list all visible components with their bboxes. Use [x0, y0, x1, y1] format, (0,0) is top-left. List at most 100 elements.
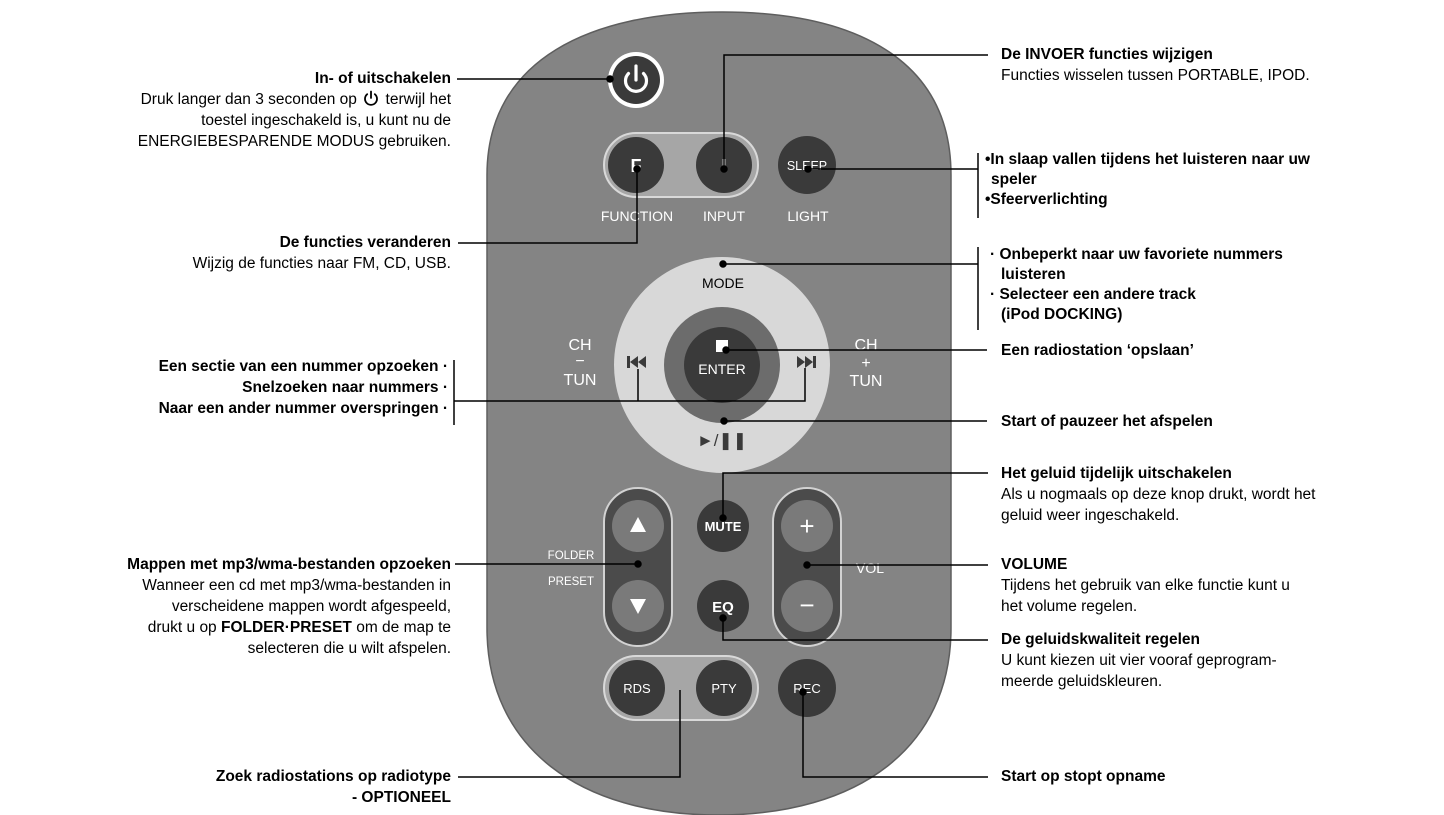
annotation-play: Start of pauzeer het afspelen [1001, 411, 1441, 432]
enter-button[interactable]: ENTER [684, 327, 760, 403]
ch-tun-left[interactable]: CH − TUN [564, 337, 597, 389]
light-label: LIGHT [787, 208, 829, 224]
play-pause-icon[interactable]: ►/❚❚ [697, 431, 747, 451]
annotation-folders-line4: selecteren die u wilt afspelen. [247, 640, 451, 657]
leader-lines [453, 54, 988, 778]
annotation-mute-title: Het geluid tijdelijk uitschakelen [1001, 465, 1232, 482]
annotation-input-text: Functies wisselen tussen PORTABLE, IPOD. [1001, 67, 1310, 84]
sleep-dot [804, 165, 812, 173]
annotation-search-line1: Een sectie van een nummer opzoeken · [158, 358, 448, 375]
power-icon [364, 90, 379, 106]
tun-right-label: TUN [850, 373, 883, 390]
enter-button-label: ENTER [698, 361, 745, 377]
annotation-search-line3: Naar een ander nummer overspringen · [158, 400, 448, 417]
annotation-eq-line2: meerde geluidskleuren. [1001, 673, 1163, 690]
annotation-functions: De functies veranderen Wijzig de functie… [0, 232, 451, 274]
annotation-input: De INVOER functies wijzigen Functies wis… [1001, 44, 1441, 86]
up-triangle-icon [630, 517, 646, 532]
annotation-sleep-line2: speler [991, 171, 1037, 188]
annotation-power-line3: ENERGIEBESPARENDE MODUS gebruiken. [137, 133, 451, 150]
annotation-volume-line1: Tijdens het gebruik van elke functie kun… [1001, 577, 1290, 594]
mute-button-label: MUTE [705, 519, 742, 534]
annotation-folders-line3-b: FOLDER·PRESET [221, 619, 352, 636]
annotation-pty: Zoek radiostations op radiotype - OPTION… [0, 766, 451, 808]
eq-button[interactable]: EQ [697, 580, 749, 632]
annotation-play-title: Start of pauzeer het afspelen [1001, 413, 1213, 430]
power-button[interactable] [608, 52, 664, 108]
power-icon [623, 64, 649, 93]
eq-leader [722, 618, 988, 641]
vol-down-button[interactable]: − [781, 580, 833, 632]
annotation-volume: VOLUME Tijdens het gebruik van elke func… [1001, 554, 1441, 617]
annotation-eq-title: De geluidskwaliteit regelen [1001, 631, 1200, 648]
annotation-enter: Een radiostation ‘opslaan’ [1001, 340, 1441, 361]
annotation-input-title: De INVOER functies wijzigen [1001, 46, 1213, 63]
annotation-mode-line2: luisteren [1001, 266, 1066, 283]
mode-label[interactable]: MODE [702, 275, 744, 291]
annotation-folders-line3-a: drukt u op [147, 619, 217, 636]
annotation-search-line2: Snelzoeken naar nummers · [242, 379, 448, 396]
mute-leader [722, 472, 988, 518]
minus-icon: − [799, 590, 814, 620]
annotation-folders-line1: Wanneer een cd met mp3/wma-bestanden in [142, 577, 451, 594]
annotation-volume-line2: het volume regelen. [1001, 598, 1138, 615]
annotation-mode-line4: (iPod DOCKING) [1001, 306, 1123, 323]
ch-left-label: CH [568, 337, 591, 354]
ch-right-label: CH [854, 337, 877, 354]
folder-down-button[interactable] [612, 580, 664, 632]
eq-button-label: EQ [712, 599, 734, 616]
annotation-folders-line3: drukt u op FOLDER·PRESET om de map te [0, 617, 451, 638]
annotation-power: In- of uitschakelen Druk langer dan 3 se… [0, 68, 451, 152]
power-dot [606, 75, 614, 83]
annotation-rec-title: Start op stopt opname [1001, 768, 1166, 785]
annotation-power-title: In- of uitschakelen [314, 70, 451, 87]
rds-button-label: RDS [623, 681, 651, 696]
annotation-mode-line1: · Onbeperkt naar uw favoriete nummers [990, 246, 1283, 263]
rec-button[interactable]: REC [778, 659, 836, 717]
annotation-power-text-before: Druk langer dan 3 seconden op [140, 91, 357, 108]
vol-up-button[interactable]: + [781, 500, 833, 552]
eq-dot [719, 614, 727, 622]
annotation-sleep-line3: •Sfeerverlichting [985, 191, 1108, 208]
annotation-pty-line1: Zoek radiostations op radiotype [215, 768, 451, 785]
mute-button[interactable]: MUTE [697, 500, 749, 552]
annotation-folders-line3-c: om de map te [356, 619, 451, 636]
search-leader [454, 368, 806, 402]
annotation-mute-line1: Als u nogmaals op deze knop drukt, wordt… [1001, 486, 1316, 503]
annotation-folders: Mappen met mp3/wma-bestanden opzoeken Wa… [0, 554, 451, 659]
annotation-eq-line1: U kunt kiezen uit vier vooraf geprogram- [1001, 652, 1277, 669]
sleep-button[interactable]: SLEEP [778, 136, 836, 194]
folder-dot [634, 560, 642, 568]
annotation-power-line2: toestel ingeschakeld is, u kunt nu de [201, 112, 451, 129]
skip-back-icon[interactable] [627, 356, 646, 368]
annotation-power-line1: Druk langer dan 3 seconden op terwijl he… [0, 89, 451, 110]
pty-button-label: PTY [711, 681, 737, 696]
annotation-mode-line3: · Selecteer een andere track [990, 286, 1196, 303]
annotation-folders-line2: verscheidene mappen wordt afgespeeld, [171, 598, 451, 615]
folder-label: FOLDER [548, 550, 595, 562]
minus-label: − [575, 353, 584, 370]
rds-button[interactable]: RDS [609, 660, 665, 716]
pty-leader [458, 690, 681, 778]
annotation-search: Een sectie van een nummer opzoeken · Sne… [0, 356, 448, 419]
pty-button[interactable]: PTY [696, 660, 752, 716]
input-dot [720, 165, 728, 173]
down-triangle-icon [630, 599, 646, 614]
function-dot [633, 165, 641, 173]
mute-dot [719, 514, 727, 522]
annotation-mute: Het geluid tijdelijk uitschakelen Als u … [1001, 463, 1444, 526]
plus-label: + [861, 355, 870, 372]
plus-icon: + [799, 511, 814, 541]
rec-leader [802, 692, 988, 778]
folder-up-button[interactable] [612, 500, 664, 552]
play-dot [720, 417, 728, 425]
skip-forward-icon[interactable] [797, 356, 816, 368]
vol-label: VOL [856, 560, 884, 576]
input-leader [723, 54, 988, 169]
function-button[interactable]: F [608, 137, 664, 193]
annotation-power-text-after: terwijl het [385, 91, 451, 108]
annotation-eq: De geluidskwaliteit regelen U kunt kieze… [1001, 629, 1441, 692]
function-leader [458, 169, 638, 244]
annotation-functions-text: Wijzig de functies naar FM, CD, USB. [192, 255, 451, 272]
